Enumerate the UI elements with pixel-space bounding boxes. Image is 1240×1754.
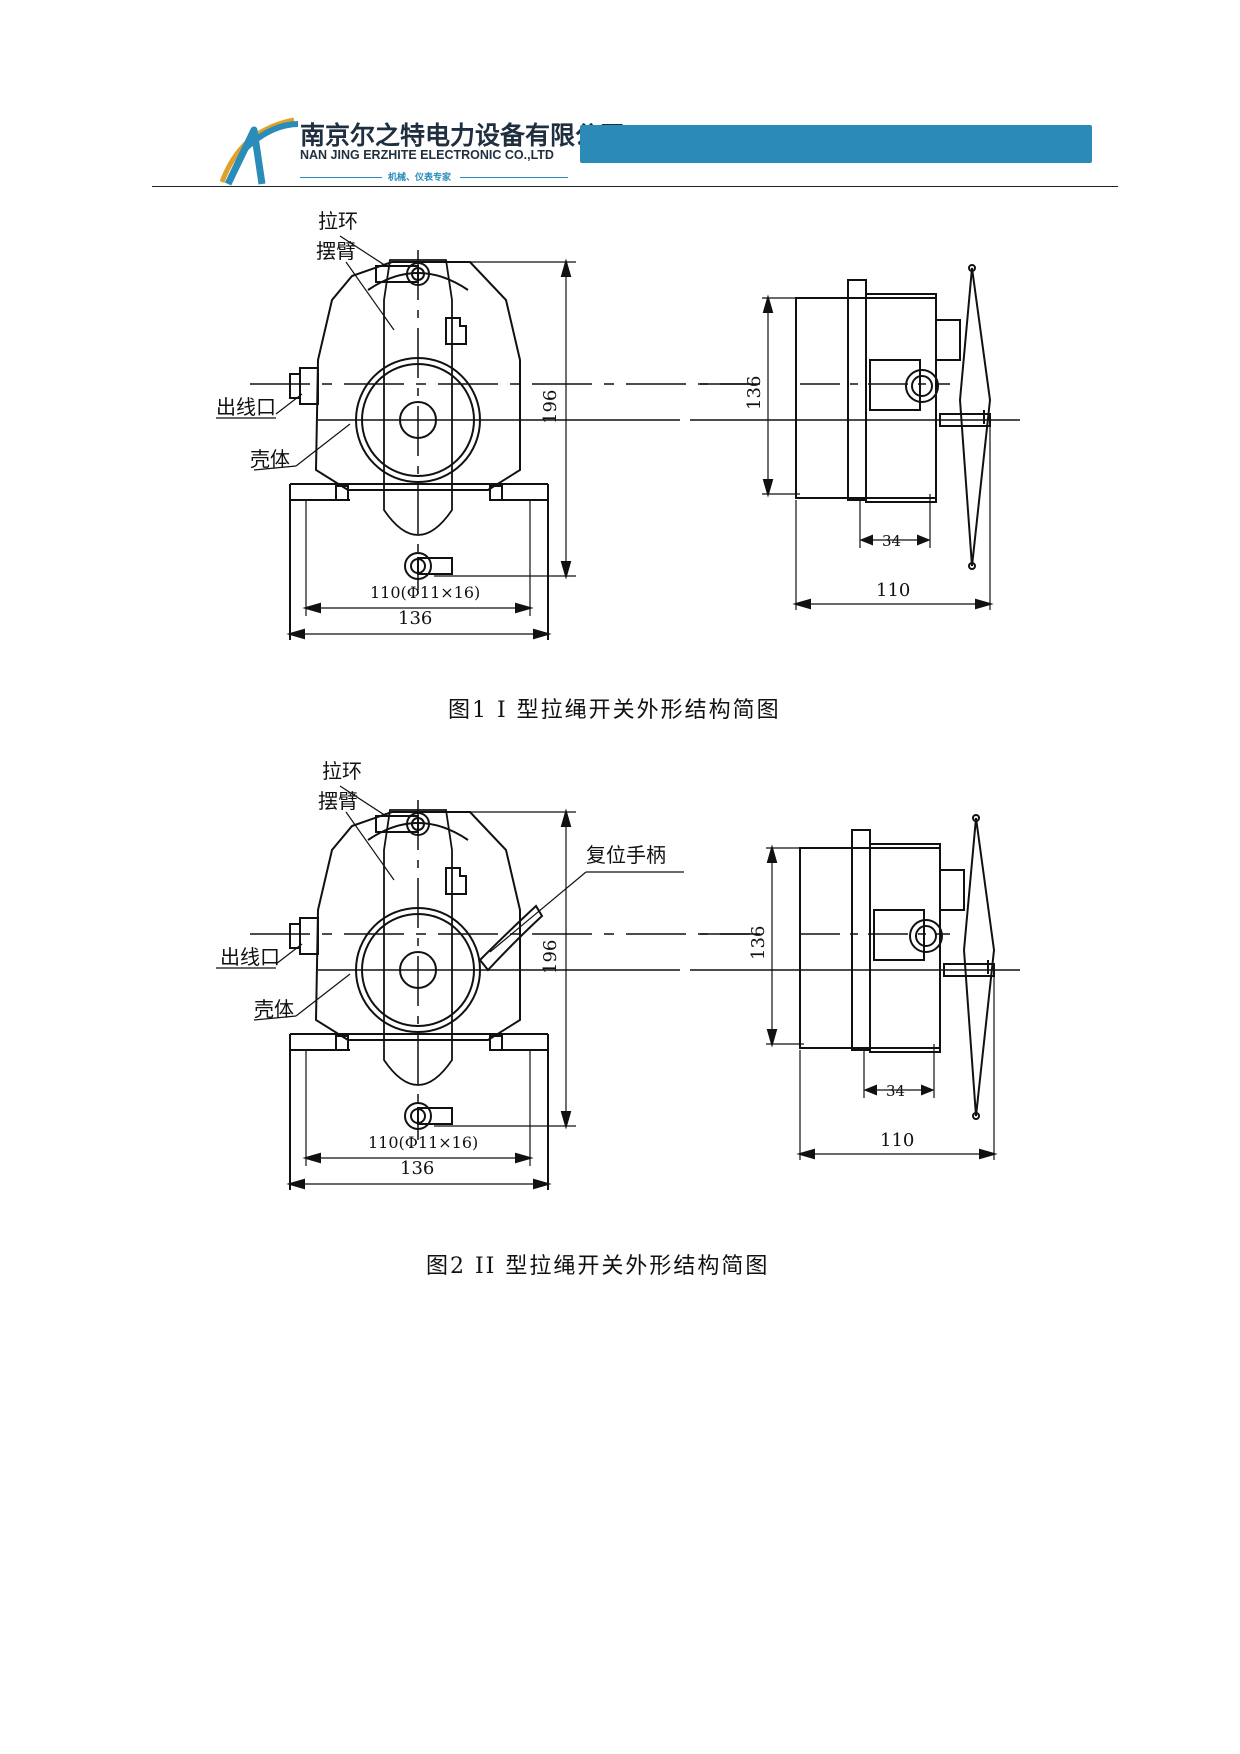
fig1-dim-base-width: 136	[398, 608, 432, 629]
fig2-dim-side-offset: 34	[886, 1082, 905, 1100]
company-logo-icon	[219, 117, 299, 186]
fig2-dim-base-width: 136	[400, 1158, 434, 1179]
figure2-drawing: 拉环 摆臂 复位手柄 出线口 壳体 196 110(Φ11×16) 136 13…	[216, 759, 1020, 1190]
fig1-label-cable-outlet: 出线口	[216, 395, 276, 419]
company-name-cn: 南京尔之特电力设备有限公司	[300, 121, 626, 150]
fig2-label-swing-arm: 摆臂	[318, 789, 358, 813]
fig1-label-housing: 壳体	[250, 447, 290, 471]
fig2-label-housing: 壳体	[254, 997, 294, 1021]
fig2-dim-height: 196	[540, 940, 561, 974]
company-slogan: 机械、仪表专家	[300, 170, 568, 184]
fig1-dim-side-depth: 110	[876, 580, 910, 601]
fig1-dim-hole-spacing: 110(Φ11×16)	[370, 583, 480, 602]
fig2-dim-hole-spacing: 110(Φ11×16)	[368, 1133, 478, 1152]
slogan-text: 机械、仪表专家	[388, 173, 452, 183]
company-name-en: NAN JING ERZHITE ELECTRONIC CO.,LTD	[300, 148, 554, 162]
fig1-dim-side-height: 136	[744, 376, 765, 410]
fig2-dim-side-depth: 110	[880, 1130, 914, 1151]
fig2-label-reset-handle: 复位手柄	[586, 843, 666, 867]
page-header: 南京尔之特电力设备有限公司 NAN JING ERZHITE ELECTRONI…	[0, 0, 1240, 200]
fig1-dim-side-offset: 34	[882, 532, 901, 550]
figure1-caption: 图1 Ⅰ 型拉绳开关外形结构简图	[448, 698, 781, 723]
figure2-caption: 图2 ⅠⅠ 型拉绳开关外形结构简图	[426, 1254, 770, 1279]
header-divider	[152, 186, 1118, 187]
fig1-label-pull-ring: 拉环	[318, 209, 358, 233]
fig1-label-swing-arm: 摆臂	[316, 239, 356, 263]
fig2-dim-side-height: 136	[748, 926, 769, 960]
fig1-dim-height: 196	[540, 390, 561, 424]
fig2-label-cable-outlet: 出线口	[220, 945, 280, 969]
fig2-label-pull-ring: 拉环	[322, 759, 362, 783]
figure1-drawing: 拉环 摆臂 出线口 壳体 196 110(Φ11×16) 136 136 34 …	[216, 209, 1020, 640]
header-banner	[580, 125, 1092, 163]
